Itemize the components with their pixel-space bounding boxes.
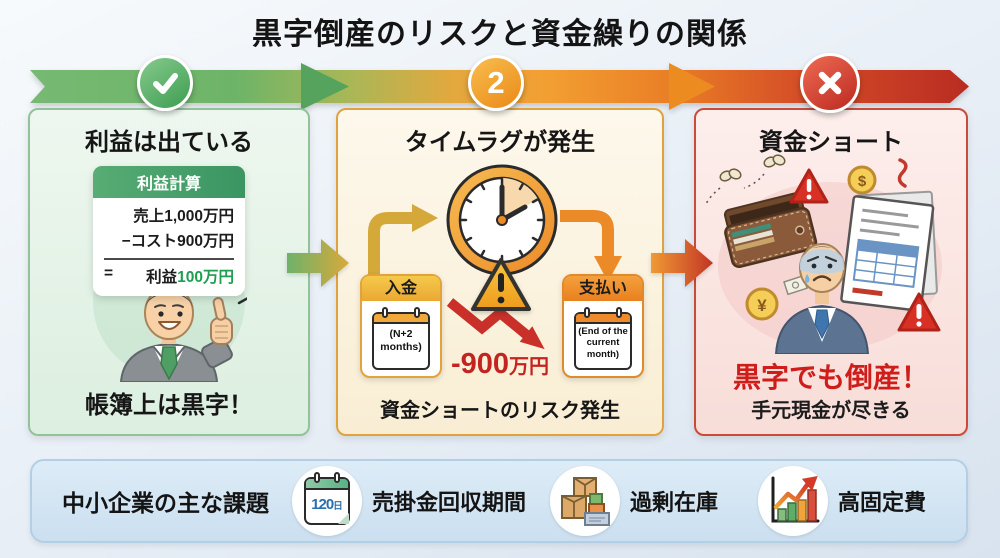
empty-wallet-icon (723, 192, 818, 269)
loss-amount: -900 (450, 348, 510, 380)
payment-box: 支払い (End of the current month) (562, 274, 644, 378)
calc-equals-sign: = (104, 264, 114, 282)
payment-note: (End of the current month) (578, 326, 628, 360)
squiggle-icon (897, 158, 908, 188)
step3-x-badge (800, 53, 860, 113)
boxes-glyph (561, 477, 611, 526)
chart-glyph (771, 476, 820, 523)
deposit-box: 入金 (N+2 months) (360, 274, 442, 378)
loss-amount-text: -900万円 (436, 348, 564, 381)
curved-arrow-up-icon (368, 204, 438, 280)
timelag-footer: 資金ショートのリスク発生 (380, 400, 620, 422)
bottom-bar-title: 中小企業の主な課題 (62, 490, 269, 516)
page-title: 黒字倒産のリスクと資金繰りの関係 (252, 18, 748, 51)
step2-number: 2 (487, 65, 505, 100)
clock-icon (446, 164, 558, 276)
yen-coin-icon (745, 287, 779, 321)
calendar-days-value: 120 (311, 496, 334, 513)
calendar-ring (382, 307, 388, 318)
deposit-note: (N+2 months) (380, 328, 422, 353)
sad-businessman-illustration (774, 243, 870, 354)
calendar-ring (616, 307, 622, 318)
payment-calendar-icon: (End of the current month) (574, 307, 632, 370)
inventory-label: 過剰在庫 (630, 490, 719, 515)
profit-header: 利益は出ている (85, 129, 253, 156)
invoice-documents-icon (840, 190, 938, 312)
connector-arrow-green-icon (287, 239, 349, 287)
dollar-glyph: $ (858, 173, 867, 190)
calendar-ring (314, 472, 320, 483)
panel-shortage: 資金ショート (694, 108, 968, 436)
timelag-header: タイムラグが発生 (404, 129, 596, 156)
tear-drop-icon (805, 274, 810, 283)
payment-label: 支払い (564, 276, 642, 301)
dollar-coin-icon (847, 165, 877, 195)
calendar-fold (338, 513, 349, 524)
butterfly-icon (719, 154, 786, 182)
happy-businessman-illustration (119, 283, 247, 382)
shortage-headline: 黒字でも倒産！ (732, 362, 929, 393)
calendar-band (576, 314, 630, 324)
receivables-label: 売掛金回収期間 (372, 490, 527, 515)
warning-triangle-icon (471, 258, 531, 311)
step2-number-badge: 2 (468, 55, 524, 111)
connector-arrow-red-icon (651, 239, 713, 287)
calendar-band (306, 479, 348, 490)
calendar-band (374, 314, 428, 324)
alert-triangle-icon (789, 168, 829, 204)
loss-unit: 万円 (509, 356, 550, 378)
calendar-ring (414, 307, 420, 318)
alert-triangle-icon (897, 292, 941, 332)
fixed-costs-label: 高固定費 (838, 490, 927, 515)
curved-arrow-down-icon (560, 210, 622, 282)
calc-cost-line: −コスト900万円 (121, 232, 234, 250)
shortage-header: 資金ショート (759, 129, 903, 156)
deposit-calendar-icon: (N+2 months) (372, 307, 430, 370)
calc-card-title: 利益計算 (93, 166, 245, 198)
yen-glyph: ¥ (757, 296, 767, 315)
inventory-boxes-icon (550, 466, 621, 536)
calc-card-body: 売上1,000万円 −コスト900万円 = 利益100万円 (93, 198, 245, 296)
x-icon (818, 71, 842, 95)
bar-item-fixed-costs: 高固定費 (758, 466, 926, 536)
profit-footer: 帳簿上は黒字！ (85, 392, 253, 419)
calc-result-line: = 利益100万円 (104, 265, 234, 287)
calc-sales-line: 売上1,000万円 (133, 208, 234, 225)
calc-result-value: 100万円 (177, 268, 234, 286)
calc-divider (104, 257, 234, 260)
panel-profit: 利益は出ている 利益計算 売上1,000万円 −コスト900万円 = 利益100… (28, 108, 310, 436)
cash-shortage-illustration: $ ¥ (705, 154, 942, 354)
bar-item-inventory: 過剰在庫 (550, 466, 718, 536)
band-arrowhead-green-icon (301, 63, 349, 110)
calendar-days-unit: 日 (333, 501, 343, 512)
loss-zigzag-arrow-icon (446, 298, 545, 350)
shortage-subline: 手元現金が尽きる (751, 400, 911, 422)
calc-result-text: 利益100万円 (146, 265, 234, 287)
calc-result-label: 利益 (146, 268, 178, 286)
band-arrowhead-orange-icon (669, 63, 715, 110)
deposit-label: 入金 (362, 276, 440, 301)
calendar-ring (334, 472, 340, 483)
step1-check-badge (137, 55, 193, 111)
panel-timelag: タイムラグが発生 入金 (336, 108, 664, 436)
check-icon (153, 73, 178, 94)
calendar-ring (584, 307, 590, 318)
profit-calc-card: 利益計算 売上1,000万円 −コスト900万円 = 利益100万円 (93, 166, 245, 296)
rising-cost-chart-icon (758, 466, 829, 536)
